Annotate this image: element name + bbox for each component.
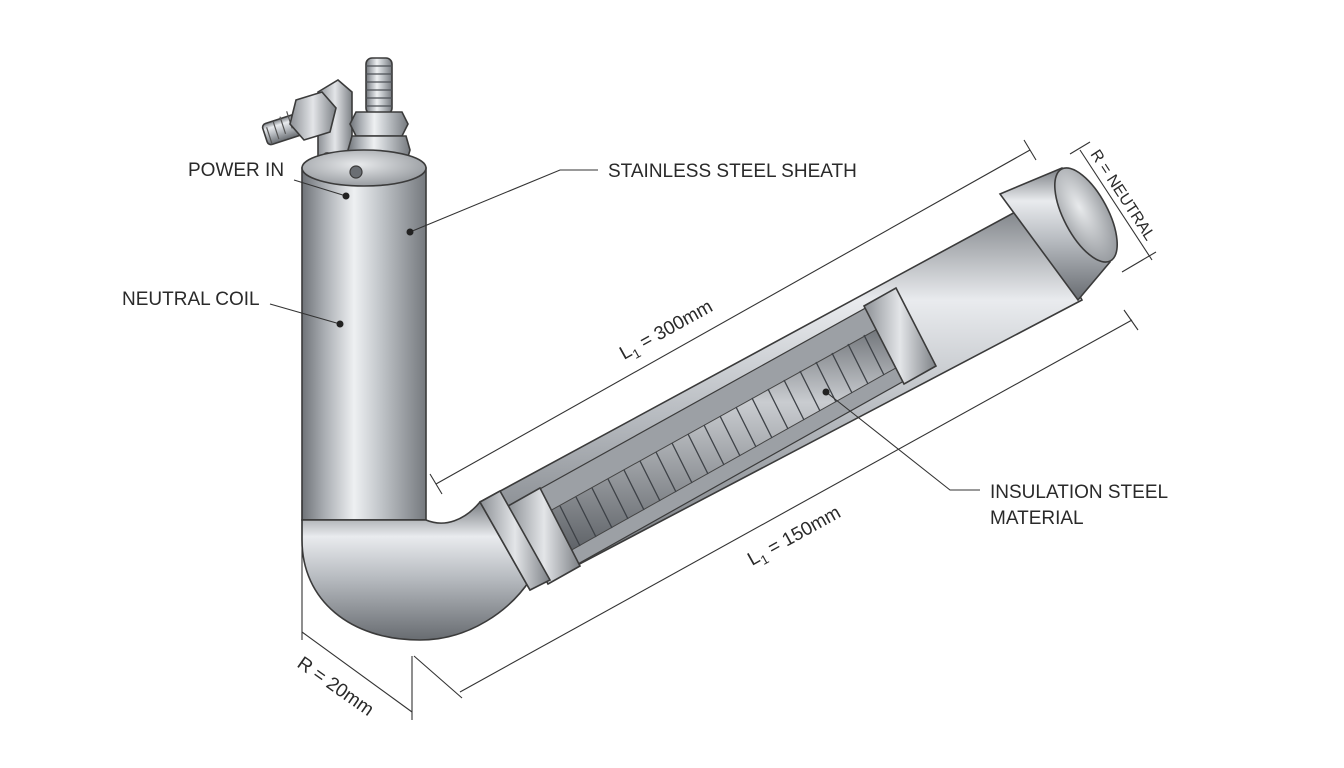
dim-bend-radius: R = 20mm bbox=[293, 653, 377, 721]
elbow-bend bbox=[301, 500, 531, 641]
coil-windings bbox=[559, 334, 885, 547]
dimension-lines bbox=[301, 139, 1157, 720]
label-stainless-sheath: STAINLESS STEEL SHEATH bbox=[608, 161, 857, 182]
end-cap bbox=[998, 166, 1118, 302]
vertical-sheath bbox=[301, 149, 427, 521]
leaders bbox=[269, 169, 980, 491]
diagonal-tube bbox=[478, 202, 1084, 592]
dim-lower-length: L1 = 150mm bbox=[744, 502, 846, 573]
label-power-in: POWER IN bbox=[188, 160, 284, 181]
label-insulation-line2: MATERIAL bbox=[990, 508, 1084, 529]
label-neutral-coil: NEUTRAL COIL bbox=[122, 289, 260, 310]
dim-upper-length: L1 = 300mm bbox=[616, 296, 718, 367]
label-insulation-line1: INSULATION STEEL bbox=[990, 482, 1168, 503]
